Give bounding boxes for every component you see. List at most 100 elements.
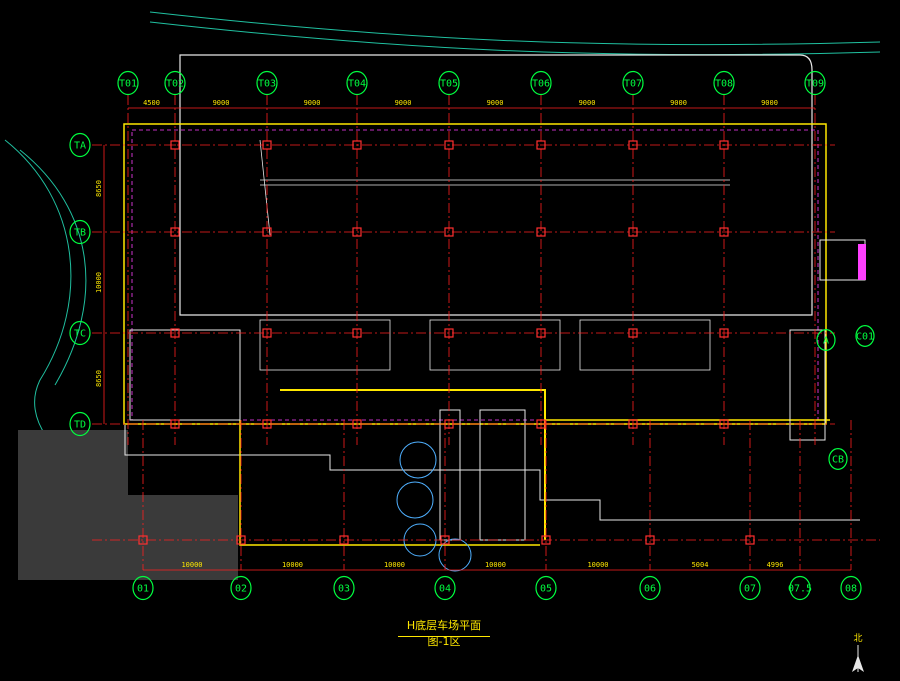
axis-bubble-05: 05 xyxy=(535,575,557,601)
axis-label: T06 xyxy=(532,79,550,90)
axis-label: 01 xyxy=(137,584,149,595)
axis-bubble-06: 06 xyxy=(639,575,661,601)
column xyxy=(536,140,546,150)
landscape-boundary xyxy=(4,11,881,471)
axis-label: TB xyxy=(74,228,86,239)
dimension-value: 10000 xyxy=(384,561,405,569)
axis-bubble-TB: TB xyxy=(69,219,91,245)
axis-bubble-CB: CB xyxy=(828,448,848,470)
tree-symbols xyxy=(396,441,472,572)
axis-label: TD xyxy=(74,420,86,431)
axis-bubble-TD: TD xyxy=(69,411,91,437)
axis-label: T02 xyxy=(166,79,184,90)
drawing-title-block: H底层车场平面图-1区 xyxy=(398,618,490,648)
right-axis-bubbles: C01 A CB xyxy=(816,325,875,470)
dimension-value: 9000 xyxy=(487,99,504,107)
column xyxy=(262,140,272,150)
axis-label: 07 xyxy=(744,584,756,595)
left-axis-bubbles: TA TB TC TD xyxy=(69,132,91,437)
column xyxy=(170,140,180,150)
axis-bubble-T07: T07 xyxy=(622,70,644,96)
axis-label: CB xyxy=(832,455,844,466)
column xyxy=(236,535,246,545)
column xyxy=(628,419,638,429)
north-arrow: 北 xyxy=(852,633,864,672)
dimension-value: 9000 xyxy=(304,99,321,107)
axis-bubble-07: 07 xyxy=(739,575,761,601)
structural-grid-lines xyxy=(92,95,880,570)
axis-bubble-T02: T02 xyxy=(164,70,186,96)
axis-label: T04 xyxy=(348,79,366,90)
column xyxy=(719,140,729,150)
column xyxy=(745,535,755,545)
dimension-value: 8650 xyxy=(95,370,103,387)
axis-bubble-03: 03 xyxy=(333,575,355,601)
column xyxy=(536,227,546,237)
column xyxy=(138,535,148,545)
column xyxy=(262,419,272,429)
axis-bubble-TC: TC xyxy=(69,320,91,346)
axis-bubble-T05: T05 xyxy=(438,70,460,96)
column xyxy=(352,419,362,429)
axis-bubble-T08: T08 xyxy=(713,70,735,96)
column xyxy=(444,328,454,338)
column xyxy=(444,227,454,237)
axis-bubble-04: 04 xyxy=(434,575,456,601)
main-outline xyxy=(123,54,866,546)
column xyxy=(536,419,546,429)
column xyxy=(444,140,454,150)
column xyxy=(628,328,638,338)
dimension-value: 9000 xyxy=(579,99,596,107)
column xyxy=(719,419,729,429)
column xyxy=(628,140,638,150)
column xyxy=(352,328,362,338)
axis-bubble-T09: T09 xyxy=(804,70,826,96)
axis-label: T09 xyxy=(806,79,824,90)
axis-label: C01 xyxy=(856,332,874,343)
column xyxy=(444,419,454,429)
column xyxy=(440,535,450,545)
axis-label: 02 xyxy=(235,584,247,595)
axis-label: 04 xyxy=(439,584,451,595)
dimension-value: 10000 xyxy=(181,561,202,569)
axis-label: A xyxy=(823,336,829,347)
column xyxy=(170,419,180,429)
axis-label: T07 xyxy=(624,79,642,90)
dimension-value: 10000 xyxy=(485,561,506,569)
top-axis-bubbles: T01 T02 T03 T04 T05 T06 T07 T08 T09 xyxy=(117,70,826,96)
column xyxy=(719,328,729,338)
axis-label: T01 xyxy=(119,79,137,90)
axis-bubble-A: A xyxy=(816,329,836,351)
column xyxy=(536,328,546,338)
dimension-value: 10000 xyxy=(282,561,303,569)
drawing-title: H底层车场平面图-1区 xyxy=(406,619,482,648)
column xyxy=(262,328,272,338)
dimension-value: 10000 xyxy=(587,561,608,569)
column xyxy=(262,227,272,237)
dimension-value: 9000 xyxy=(761,99,778,107)
axis-label: T03 xyxy=(258,79,276,90)
axis-bubble-T04: T04 xyxy=(346,70,368,96)
axis-label: 06 xyxy=(644,584,656,595)
axis-label: 05 xyxy=(540,584,552,595)
column xyxy=(719,227,729,237)
axis-label: TA xyxy=(74,141,86,152)
axis-label: 08 xyxy=(845,584,857,595)
bottom-axis-bubbles: 01 02 03 04 05 06 07 07.5 08 xyxy=(132,575,862,601)
axis-bubble-08: 08 xyxy=(840,575,862,601)
dimension-value: 10000 xyxy=(95,272,103,293)
column xyxy=(170,227,180,237)
axis-bubble-T06: T06 xyxy=(530,70,552,96)
hatched-area xyxy=(18,430,238,580)
axis-label: T08 xyxy=(715,79,733,90)
bays xyxy=(259,139,730,371)
dimension-value: 9000 xyxy=(670,99,687,107)
axis-label: TC xyxy=(74,329,86,340)
dimension-value: 5004 xyxy=(692,561,709,569)
axis-bubble-07.5: 07.5 xyxy=(788,575,812,601)
dimension-value: 9000 xyxy=(213,99,230,107)
column xyxy=(541,535,551,545)
axis-label: 07.5 xyxy=(788,584,812,595)
